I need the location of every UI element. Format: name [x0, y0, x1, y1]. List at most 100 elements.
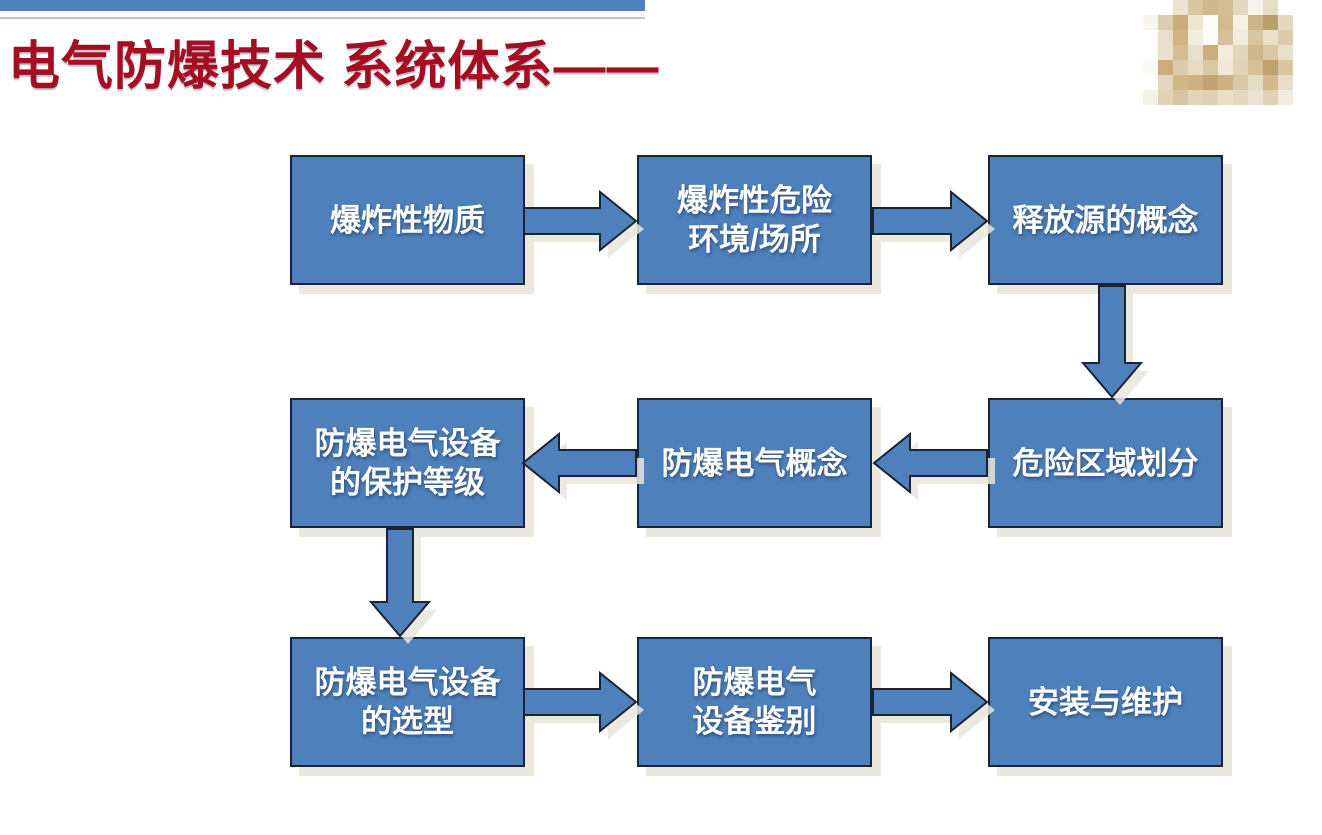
logo-pixel	[1173, 90, 1188, 105]
flow-box-label: 的保护等级	[330, 465, 485, 500]
logo-pixel	[1263, 75, 1278, 90]
flow-box-label: 防爆电气设备	[314, 426, 501, 461]
logo-pixel	[1158, 60, 1173, 75]
logo-pixel	[1233, 0, 1248, 15]
arrow-1-substances-to-environment	[523, 189, 638, 253]
logo-pixel	[1143, 60, 1158, 75]
logo-pixel	[1218, 60, 1233, 75]
logo-pixel	[1173, 15, 1188, 30]
logo-pixel	[1218, 45, 1233, 60]
logo-pixel	[1233, 15, 1248, 30]
logo-pixel	[1158, 15, 1173, 30]
flow-box-label: 设备鉴别	[692, 704, 817, 739]
logo-pixel	[1233, 60, 1248, 75]
arrow-4-zoning-to-concept-shadow	[882, 442, 995, 500]
logo-pixel	[1158, 75, 1173, 90]
arrow-2-environment-to-source-shadow	[881, 200, 995, 258]
logo-pixel	[1188, 0, 1203, 15]
logo-pixel	[1203, 15, 1218, 30]
logo-pixel	[1248, 90, 1263, 105]
arrow-7-selection-to-identification-shadow	[532, 681, 644, 739]
logo-pixel	[1218, 15, 1233, 30]
logo-pixel	[1248, 45, 1263, 60]
top-thin-rule	[0, 17, 645, 19]
logo-pixel	[1158, 30, 1173, 45]
logo-pixel	[1218, 30, 1233, 45]
arrow-5-concept-to-protection-shadow	[531, 442, 644, 500]
flow-box-label: 爆炸性危险	[677, 183, 832, 218]
flow-box-label: 释放源的概念	[1012, 202, 1199, 238]
flow-box-label: 环境/场所	[688, 222, 821, 257]
logo-pixel	[1203, 75, 1218, 90]
logo-pixel	[1173, 75, 1188, 90]
flow-box-exproof-electrical-concept: 防爆电气概念	[637, 398, 872, 528]
logo-pixel	[1188, 15, 1203, 30]
logo-pixel	[1143, 0, 1158, 15]
logo-pixel	[1173, 0, 1188, 15]
logo-pixel	[1248, 0, 1263, 15]
top-accent-bar	[0, 0, 645, 11]
logo-pixel	[1248, 15, 1263, 30]
logo-pixel	[1248, 30, 1263, 45]
logo-pixel	[1233, 30, 1248, 45]
arrow-3-source-to-zoning-shadow	[1091, 294, 1149, 405]
flow-box-equipment-selection: 防爆电气设备的选型	[290, 637, 525, 767]
flow-box-hazardous-area-zoning: 危险区域划分	[988, 398, 1223, 528]
logo-pixel	[1203, 90, 1218, 105]
flow-box-installation-maintenance: 安装与维护	[988, 637, 1223, 767]
arrow-5-concept-to-protection	[521, 431, 637, 495]
logo-pixel	[1218, 90, 1233, 105]
logo-pixel	[1203, 45, 1218, 60]
arrow-6-protection-to-selection-shadow	[379, 537, 437, 644]
logo-pixel	[1278, 0, 1293, 15]
logo-pixel	[1263, 15, 1278, 30]
arrow-6-protection-to-selection	[368, 528, 432, 638]
logo-pixel	[1143, 15, 1158, 30]
flow-box-label: 危险区域划分	[1012, 445, 1199, 481]
logo-pixel	[1188, 90, 1203, 105]
logo-pixel	[1233, 45, 1248, 60]
flow-box-explosive-substances: 爆炸性物质	[290, 155, 525, 285]
logo-pixel	[1263, 60, 1278, 75]
logo-pixel	[1263, 30, 1278, 45]
logo-pixel	[1158, 0, 1173, 15]
logo-pixel	[1248, 60, 1263, 75]
flow-box-label: 安装与维护	[1028, 684, 1183, 720]
logo-pixel	[1278, 30, 1293, 45]
logo-pixel	[1188, 75, 1203, 90]
logo-pixel	[1188, 60, 1203, 75]
logo-pixel	[1203, 60, 1218, 75]
logo-pixel	[1173, 60, 1188, 75]
logo-pixel	[1203, 0, 1218, 15]
logo-pixel	[1278, 45, 1293, 60]
arrow-4-zoning-to-concept	[872, 431, 988, 495]
page-title: 电气防爆技术 系统体系——	[8, 38, 660, 96]
logo-pixel	[1278, 90, 1293, 105]
flow-box-label: 防爆电气设备	[314, 665, 501, 700]
arrow-1-substances-to-environment-shadow	[532, 200, 644, 258]
logo-pixel	[1278, 60, 1293, 75]
logo-pixel	[1248, 75, 1263, 90]
arrow-8-identification-to-install-shadow	[881, 681, 995, 739]
logo-pixel	[1143, 75, 1158, 90]
logo-pixel	[1188, 30, 1203, 45]
logo-pixel	[1218, 0, 1233, 15]
flow-box-label: 防爆电气	[692, 665, 817, 700]
logo-pixel	[1173, 45, 1188, 60]
logo-pixel	[1278, 15, 1293, 30]
logo-pixel	[1173, 30, 1188, 45]
flow-box-equipment-identification: 防爆电气设备鉴别	[637, 637, 872, 767]
institution-logo-pixelated	[1143, 0, 1293, 105]
logo-pixel	[1218, 75, 1233, 90]
logo-pixel	[1143, 30, 1158, 45]
arrow-8-identification-to-install	[872, 670, 989, 734]
flow-box-equipment-protection-level: 防爆电气设备的保护等级	[290, 398, 525, 528]
logo-pixel	[1233, 75, 1248, 90]
logo-pixel	[1233, 90, 1248, 105]
flow-box-release-source-concept: 释放源的概念	[988, 155, 1223, 285]
flow-box-label: 防爆电气概念	[661, 445, 848, 481]
logo-pixel	[1263, 90, 1278, 105]
logo-pixel	[1143, 90, 1158, 105]
flow-box-hazardous-environment: 爆炸性危险环境/场所	[637, 155, 872, 285]
